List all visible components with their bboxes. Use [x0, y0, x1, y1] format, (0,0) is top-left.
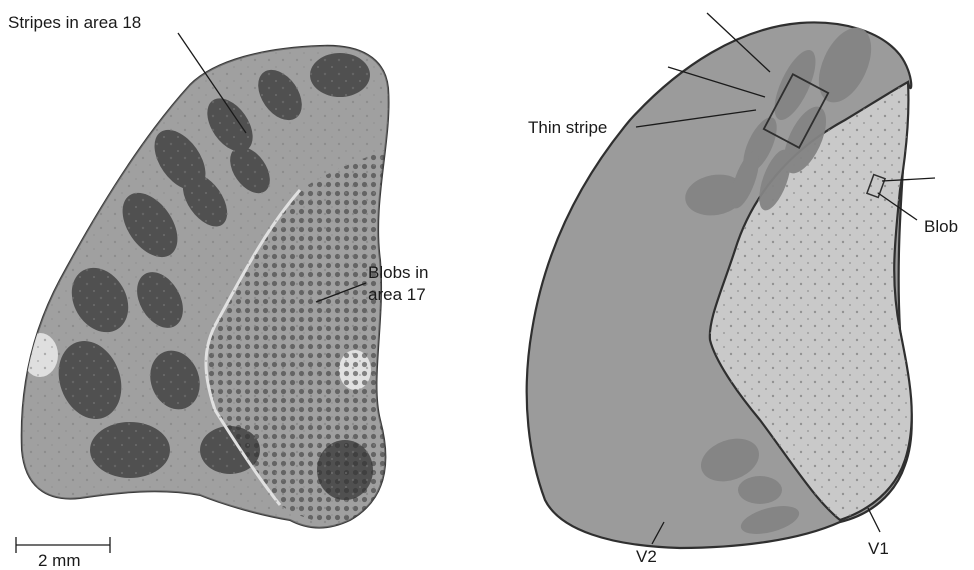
v1-label: V1 [868, 539, 889, 558]
blobs-label-line1: Blobs in [368, 263, 428, 282]
tissue-photo: Stripes in area 18 Blobs in area 17 2 mm [8, 13, 428, 570]
v1-leader [868, 508, 880, 532]
scale-bar: 2 mm [16, 537, 110, 570]
blobs-label-line2: area 17 [368, 285, 426, 304]
thin-stripe-label: Thin stripe [528, 118, 607, 137]
stripes-label: Stripes in area 18 [8, 13, 141, 32]
v2-label: V2 [636, 547, 657, 566]
blob-label: Blob [924, 217, 958, 236]
scale-bar-label: 2 mm [38, 551, 81, 570]
schematic: Thin stripe Blob V2 V1 [527, 13, 958, 566]
